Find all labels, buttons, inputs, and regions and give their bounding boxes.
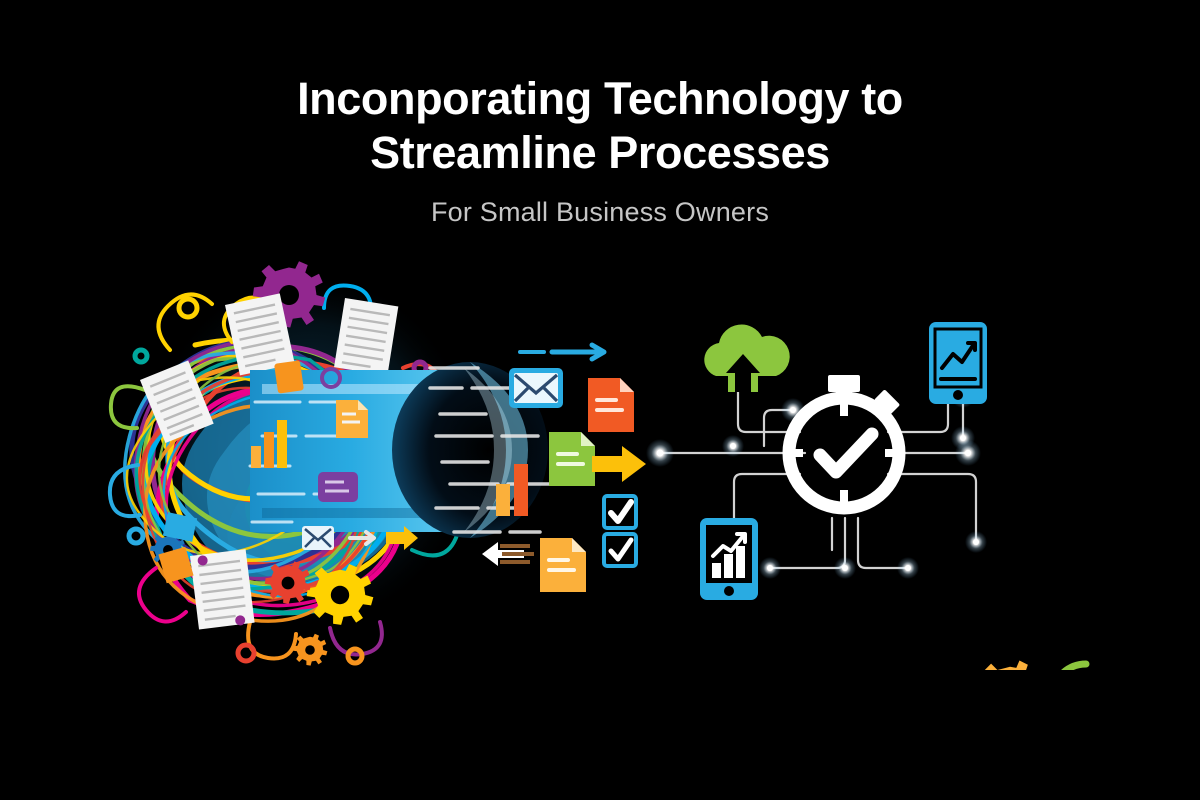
yellow-document-icon <box>540 538 586 592</box>
wifi-arcs-icon <box>1061 660 1090 670</box>
circuit-nodes <box>646 384 987 579</box>
chaos-paper-2 <box>334 298 399 376</box>
checkbox-checked-icon <box>602 494 638 530</box>
green-document-icon <box>549 432 595 486</box>
blue-arrow-icon <box>518 342 607 362</box>
cloud-upload-icon <box>704 324 790 392</box>
chaos-sticky-teal <box>162 512 198 542</box>
bar-chart-icon-tube <box>251 420 287 468</box>
purple-note-icon-tube <box>318 472 358 502</box>
yellow-arrow-icon-tube <box>386 526 418 550</box>
chaos-paper-3 <box>140 360 214 444</box>
yellow-document-icon-tube <box>336 400 368 438</box>
workflow-icons-inside-tube <box>248 360 418 550</box>
stopwatch-check-icon <box>782 375 906 515</box>
chaos-sticky-orange <box>158 546 194 584</box>
checkbox-checked-icon-2 <box>602 532 638 568</box>
chaos-paper-4 <box>190 549 255 630</box>
illustration <box>0 250 1200 670</box>
envelope-icon-tube <box>302 526 334 550</box>
orange-sticky-icon-tube <box>274 360 304 394</box>
chaos-paper-1 <box>225 293 295 376</box>
workflow-icons-organized <box>428 342 646 592</box>
page-subtitle: For Small Business Owners <box>430 197 770 227</box>
chaos-gear-orange <box>292 633 328 666</box>
page-title-line-2: Streamline Processes <box>370 127 830 178</box>
white-arrow-left-icon <box>482 542 534 566</box>
gears-wifi-icon <box>984 660 1090 670</box>
tablet-line-chart-icon <box>929 322 987 404</box>
envelope-icon <box>509 368 563 408</box>
tablet-bar-chart-icon <box>700 518 758 600</box>
circuit-network <box>646 322 1090 670</box>
orange-document-icon <box>588 378 634 432</box>
yellow-arrow-icon <box>592 446 646 482</box>
purple-ring-icon-tube <box>320 367 342 389</box>
heading-block: Inconporating Technology to Streamline P… <box>0 72 1200 228</box>
page-title-line-1: Inconporating Technology to <box>297 73 903 124</box>
chaos-gear-yellow <box>306 563 374 625</box>
gray-arrow-icon-tube <box>348 530 376 546</box>
chaos-gear-red <box>264 561 312 604</box>
bar-chart-icon <box>496 464 528 516</box>
